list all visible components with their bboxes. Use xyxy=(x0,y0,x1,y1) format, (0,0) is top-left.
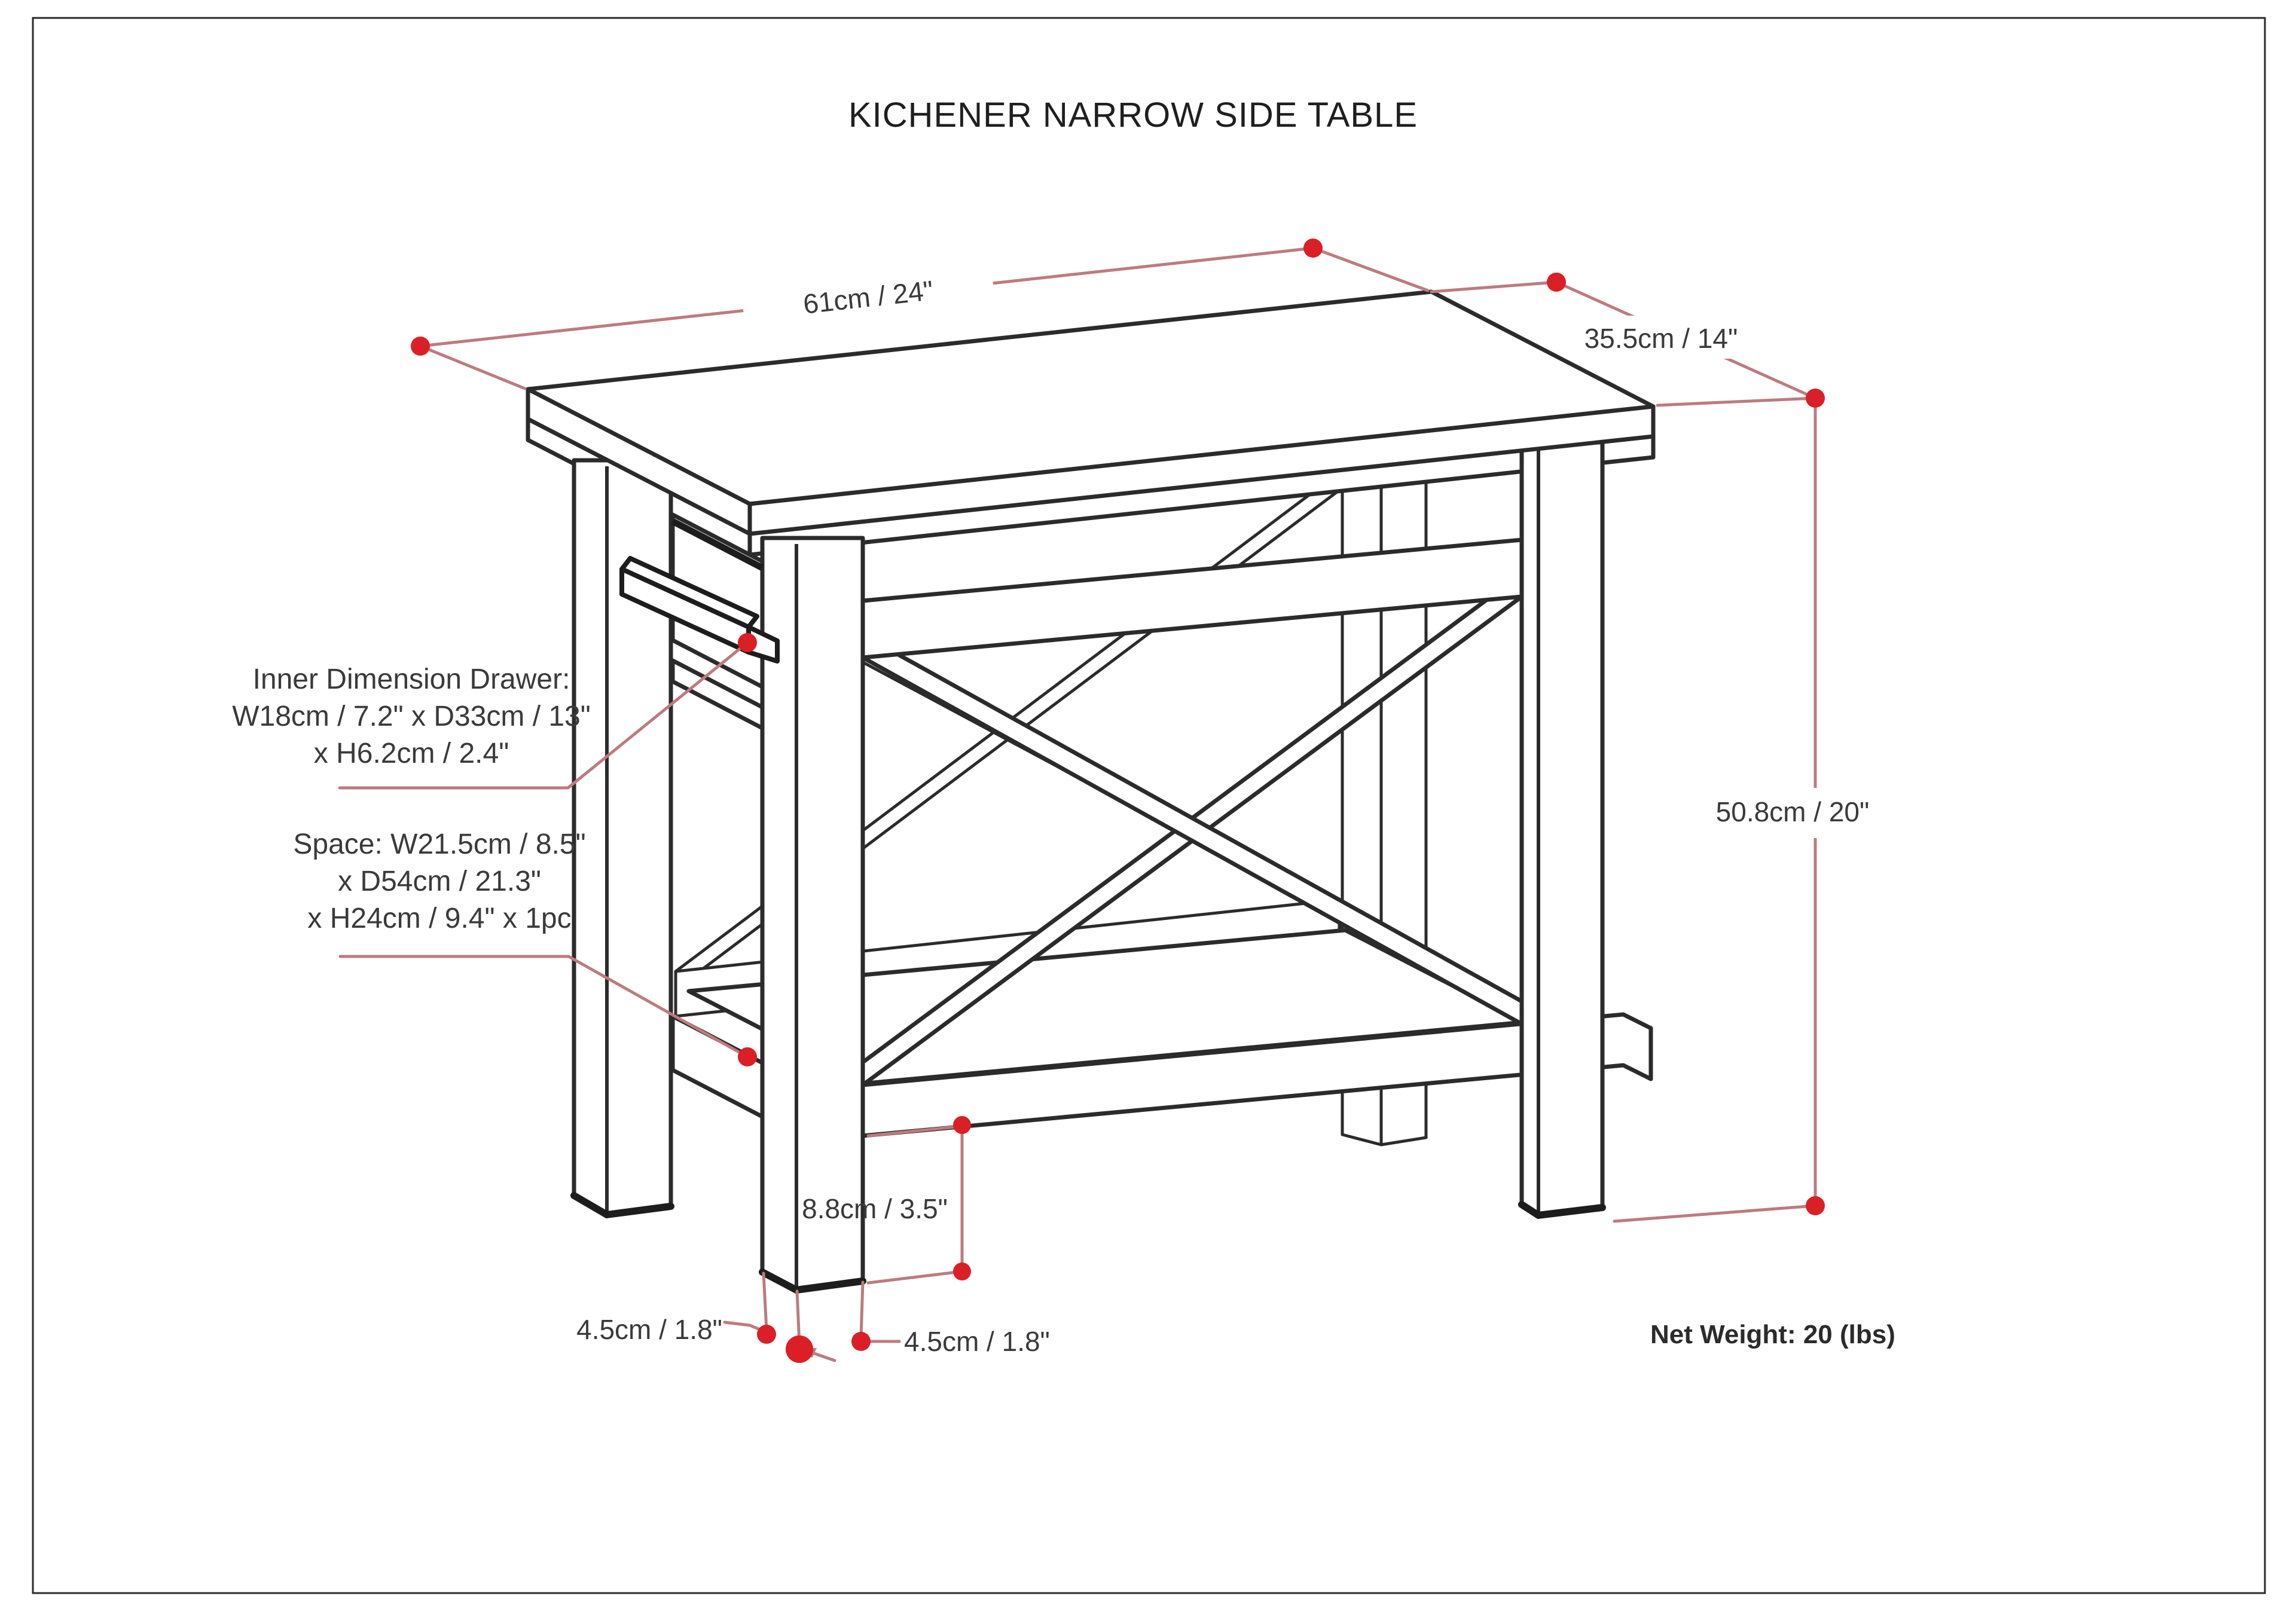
drawer-handle xyxy=(619,556,780,664)
leg-guide-right xyxy=(859,1280,865,1340)
page-title: KICHENER NARROW SIDE TABLE xyxy=(848,96,1418,134)
net-weight-label: Net Weight: 20 (lbs) xyxy=(1650,1320,1895,1349)
dot-depth-top xyxy=(1547,273,1566,292)
dot-length-right xyxy=(1303,239,1323,258)
leg-arrow-line xyxy=(809,1350,836,1362)
leg-guide-left xyxy=(762,1271,768,1332)
page-border xyxy=(32,17,2266,1594)
dot-clearance-top xyxy=(953,1116,971,1134)
space-annotation: Space: W21.5cm / 8.5" x D54cm / 21.3" x … xyxy=(293,829,585,934)
leg-left-label: 4.5cm / 1.8" xyxy=(576,1314,722,1345)
shelf-left-edge xyxy=(670,1014,765,1119)
front-right-leg xyxy=(1518,440,1606,1219)
tabletop xyxy=(526,289,1656,536)
dim-length-connector-right xyxy=(1311,246,1430,292)
dim-height-label-patch xyxy=(1701,788,1886,838)
dim-height-connector xyxy=(1613,1204,1817,1223)
drawer-annotation-line1: Inner Dimension Drawer: xyxy=(253,664,570,695)
dot-drawer xyxy=(738,633,757,652)
space-annotation-line3: x H24cm / 9.4" x 1pc xyxy=(307,903,571,934)
space-leader xyxy=(338,955,749,1059)
dim-depth-label: 35.5cm / 14" xyxy=(1584,323,1738,354)
table-drawing xyxy=(526,289,1656,1294)
dim-depth-label-patch xyxy=(1578,316,1749,359)
dim-length-label-group: 61cm / 24" xyxy=(741,261,996,330)
drawer-annotation-line2: W18cm / 7.2" x D33cm / 13" xyxy=(232,701,591,732)
dim-height-label: 50.8cm / 20" xyxy=(1716,796,1870,827)
space-annotation-line1: Space: W21.5cm / 8.5" xyxy=(293,829,585,860)
drawer-gap xyxy=(671,518,764,571)
drawer-annotation-line3: x H6.2cm / 2.4" xyxy=(314,738,509,769)
front-left-leg xyxy=(759,536,866,1294)
dim-length-connector-left xyxy=(419,344,527,390)
dot-leg-left xyxy=(757,1325,776,1344)
dim-depth-connector-bottom xyxy=(1656,396,1817,407)
dot-depth-bottom xyxy=(1806,389,1825,408)
dot-clearance-bottom xyxy=(953,1263,971,1280)
left-rail xyxy=(670,658,765,730)
tabletop-left-edge xyxy=(526,387,752,536)
leg-right-label: 4.5cm / 1.8" xyxy=(904,1326,1050,1357)
dot-height-bottom xyxy=(1806,1196,1825,1215)
dim-clearance-label: 8.8cm / 3.5" xyxy=(802,1193,948,1224)
labels: KICHENER NARROW SIDE TABLE 61cm / 24" 35… xyxy=(232,96,1895,1357)
space-annotation-line2: x D54cm / 21.3" xyxy=(338,866,541,897)
dot-leg-corner xyxy=(786,1335,813,1363)
dot-space xyxy=(738,1047,757,1066)
dim-clearance-tick-top xyxy=(866,1124,964,1138)
dot-length-left xyxy=(411,337,430,356)
drawer-leader xyxy=(338,641,749,790)
dim-depth-connector-top xyxy=(1430,280,1558,294)
dim-clearance-tick-bottom xyxy=(866,1270,964,1285)
drawer-annotation: Inner Dimension Drawer: W18cm / 7.2" x D… xyxy=(232,664,591,769)
dot-leg-right xyxy=(851,1332,871,1351)
